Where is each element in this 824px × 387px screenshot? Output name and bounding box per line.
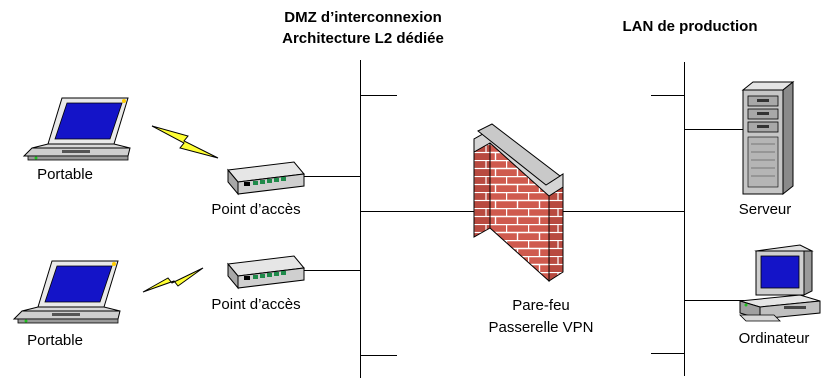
access-point-bottom-label: Point d’accès bbox=[211, 296, 301, 313]
laptop-bottom-label: Portable bbox=[27, 332, 83, 349]
server-label: Serveur bbox=[738, 201, 792, 218]
access-point-top-label: Point d’accès bbox=[211, 201, 301, 218]
access-point-icon bbox=[227, 255, 305, 290]
lan-title: LAN de production bbox=[622, 18, 758, 35]
dmz-title-line-2: Architecture L2 dédiée bbox=[282, 30, 444, 47]
access-point-icon bbox=[227, 161, 305, 196]
computer-label: Ordinateur bbox=[738, 330, 810, 347]
computer-icon bbox=[739, 244, 821, 322]
lan-segment bbox=[560, 62, 744, 376]
dmz-segment bbox=[303, 60, 478, 378]
laptop-icon bbox=[22, 97, 131, 161]
dmz-title-line-1: DMZ d’interconnexion bbox=[284, 9, 442, 26]
firewall-label-line-1: Pare-feu bbox=[512, 297, 570, 314]
firewall-label-line-2: Passerelle VPN bbox=[488, 319, 594, 336]
server-icon bbox=[741, 80, 795, 196]
laptop-icon bbox=[12, 260, 121, 324]
laptop-top-label: Portable bbox=[37, 166, 93, 183]
firewall-icon bbox=[473, 123, 564, 283]
wireless-lightning-icon bbox=[142, 267, 204, 293]
wireless-lightning-icon bbox=[151, 125, 219, 159]
